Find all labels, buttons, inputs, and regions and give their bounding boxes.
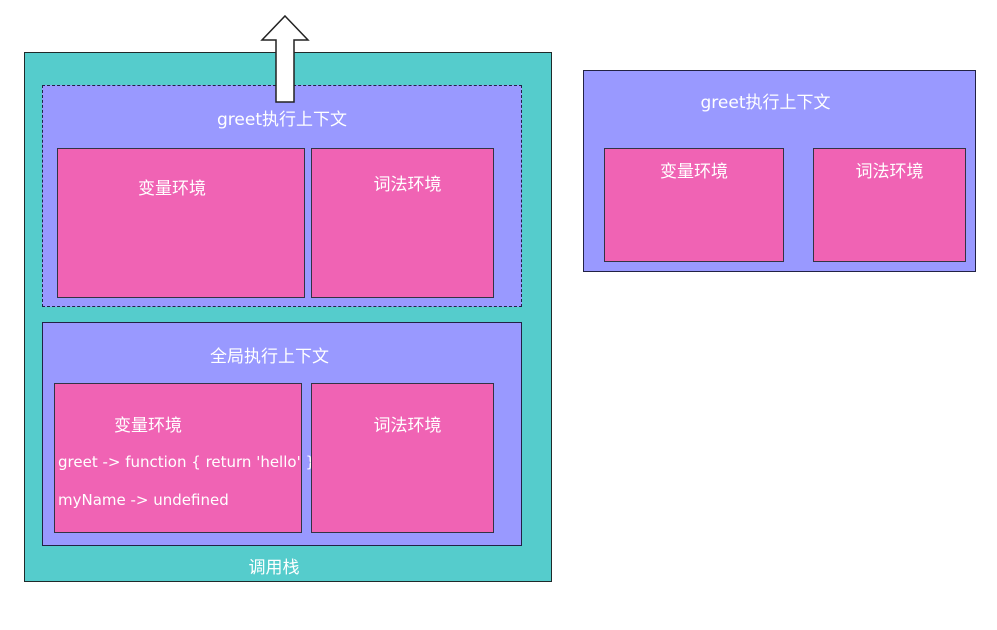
greet-lexical-environment-label: 词法环境 <box>373 175 442 195</box>
global-context-title: 全局执行上下文 <box>210 347 329 367</box>
popped-lexical-environment <box>813 148 966 262</box>
greet-variable-environment-label: 变量环境 <box>138 179 206 199</box>
popped-variable-environment <box>604 148 784 262</box>
greet-lexical-environment <box>311 148 494 298</box>
popped-variable-environment-label: 变量环境 <box>660 162 728 182</box>
variable-entry-myname: myName -> undefined <box>58 491 229 509</box>
variable-entry-greet: greet -> function { return 'hello' } <box>58 453 316 471</box>
greet-variable-environment <box>57 148 305 298</box>
global-lexical-environment <box>311 383 494 533</box>
up-arrow-icon <box>260 14 310 103</box>
global-lexical-environment-label: 词法环境 <box>373 416 442 436</box>
call-stack-label: 调用栈 <box>248 558 300 578</box>
popped-lexical-environment-label: 词法环境 <box>855 162 924 182</box>
global-variable-environment <box>54 383 302 533</box>
greet-context-title: greet执行上下文 <box>217 110 347 130</box>
global-variable-environment-label: 变量环境 <box>114 416 182 436</box>
popped-context-title: greet执行上下文 <box>700 93 831 113</box>
